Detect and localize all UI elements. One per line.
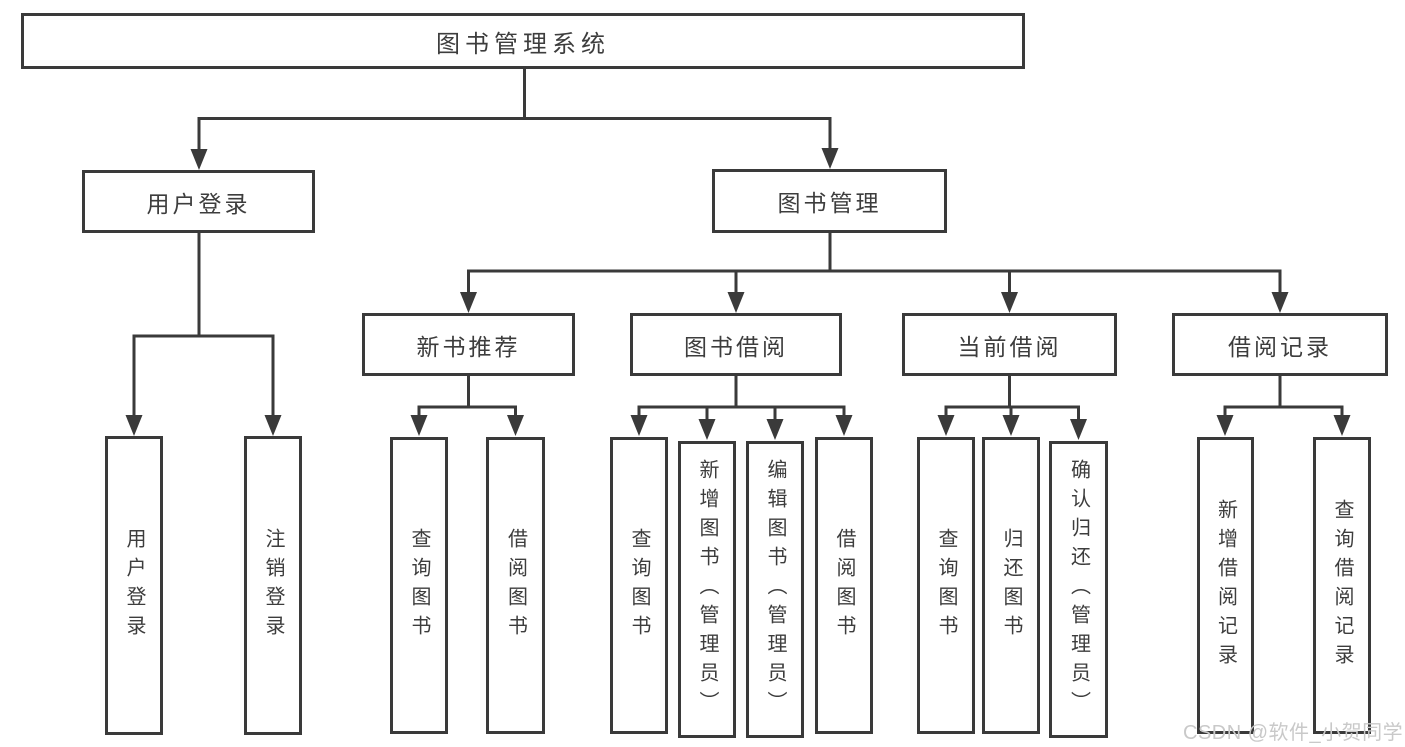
node-current-borrow-label: 当前借阅: [957, 333, 1062, 360]
node-borrow-records: 借阅记录: [1172, 313, 1388, 376]
leaf-confirm-return-admin-label: 确认归还（管理员）: [1067, 459, 1090, 720]
node-new-book-recommend: 新书推荐: [362, 313, 575, 376]
leaf-query-borrow-record: 查询借阅记录: [1313, 437, 1371, 734]
node-new-book-recommend-label: 新书推荐: [416, 333, 521, 360]
leaf-edit-book-admin-label: 编辑图书（管理员）: [764, 459, 786, 720]
leaf-query-books-current: 查询图书: [917, 437, 975, 734]
leaf-query-books-borrow: 查询图书: [610, 437, 668, 734]
leaf-query-books-recommend-label: 查询图书: [408, 527, 430, 644]
leaf-query-borrow-record-label: 查询借阅记录: [1331, 498, 1353, 673]
leaf-user-login-label: 用户登录: [123, 527, 145, 644]
leaf-logout-label: 注销登录: [262, 527, 284, 644]
leaf-add-borrow-record-label: 新增借阅记录: [1214, 498, 1237, 673]
leaf-return-book: 归还图书: [982, 437, 1040, 734]
node-borrow-records-label: 借阅记录: [1228, 333, 1332, 360]
node-library-system: 图书管理系统: [21, 13, 1025, 69]
node-book-management: 图书管理: [712, 169, 947, 233]
node-book-borrow: 图书借阅: [630, 313, 842, 376]
node-book-management-label: 图书管理: [777, 190, 882, 216]
leaf-query-books-recommend: 查询图书: [390, 437, 448, 734]
leaf-borrow-books-label: 借阅图书: [833, 527, 855, 644]
node-current-borrow: 当前借阅: [902, 313, 1117, 376]
leaf-confirm-return-admin: 确认归还（管理员）: [1049, 441, 1108, 738]
leaf-borrow-books-recommend-label: 借阅图书: [504, 527, 527, 644]
leaf-return-book-label: 归还图书: [1000, 527, 1022, 644]
node-book-borrow-label: 图书借阅: [684, 333, 788, 360]
leaf-add-borrow-record: 新增借阅记录: [1197, 437, 1254, 734]
leaf-add-book-admin-label: 新增图书（管理员）: [696, 459, 718, 720]
leaf-edit-book-admin: 编辑图书（管理员）: [746, 441, 804, 738]
leaf-query-books-current-label: 查询图书: [935, 527, 957, 644]
node-user-login-label: 用户登录: [146, 190, 251, 217]
leaf-add-book-admin: 新增图书（管理员）: [678, 441, 736, 738]
leaf-logout: 注销登录: [244, 436, 302, 735]
leaf-borrow-books-recommend: 借阅图书: [486, 437, 545, 734]
leaf-borrow-books: 借阅图书: [815, 437, 873, 734]
watermark: CSDN @软件_小贺同学: [1183, 722, 1404, 744]
node-library-system-label: 图书管理系统: [436, 30, 610, 58]
node-user-login: 用户登录: [82, 170, 315, 233]
leaf-query-books-borrow-label: 查询图书: [628, 527, 650, 644]
leaf-user-login: 用户登录: [105, 436, 163, 735]
